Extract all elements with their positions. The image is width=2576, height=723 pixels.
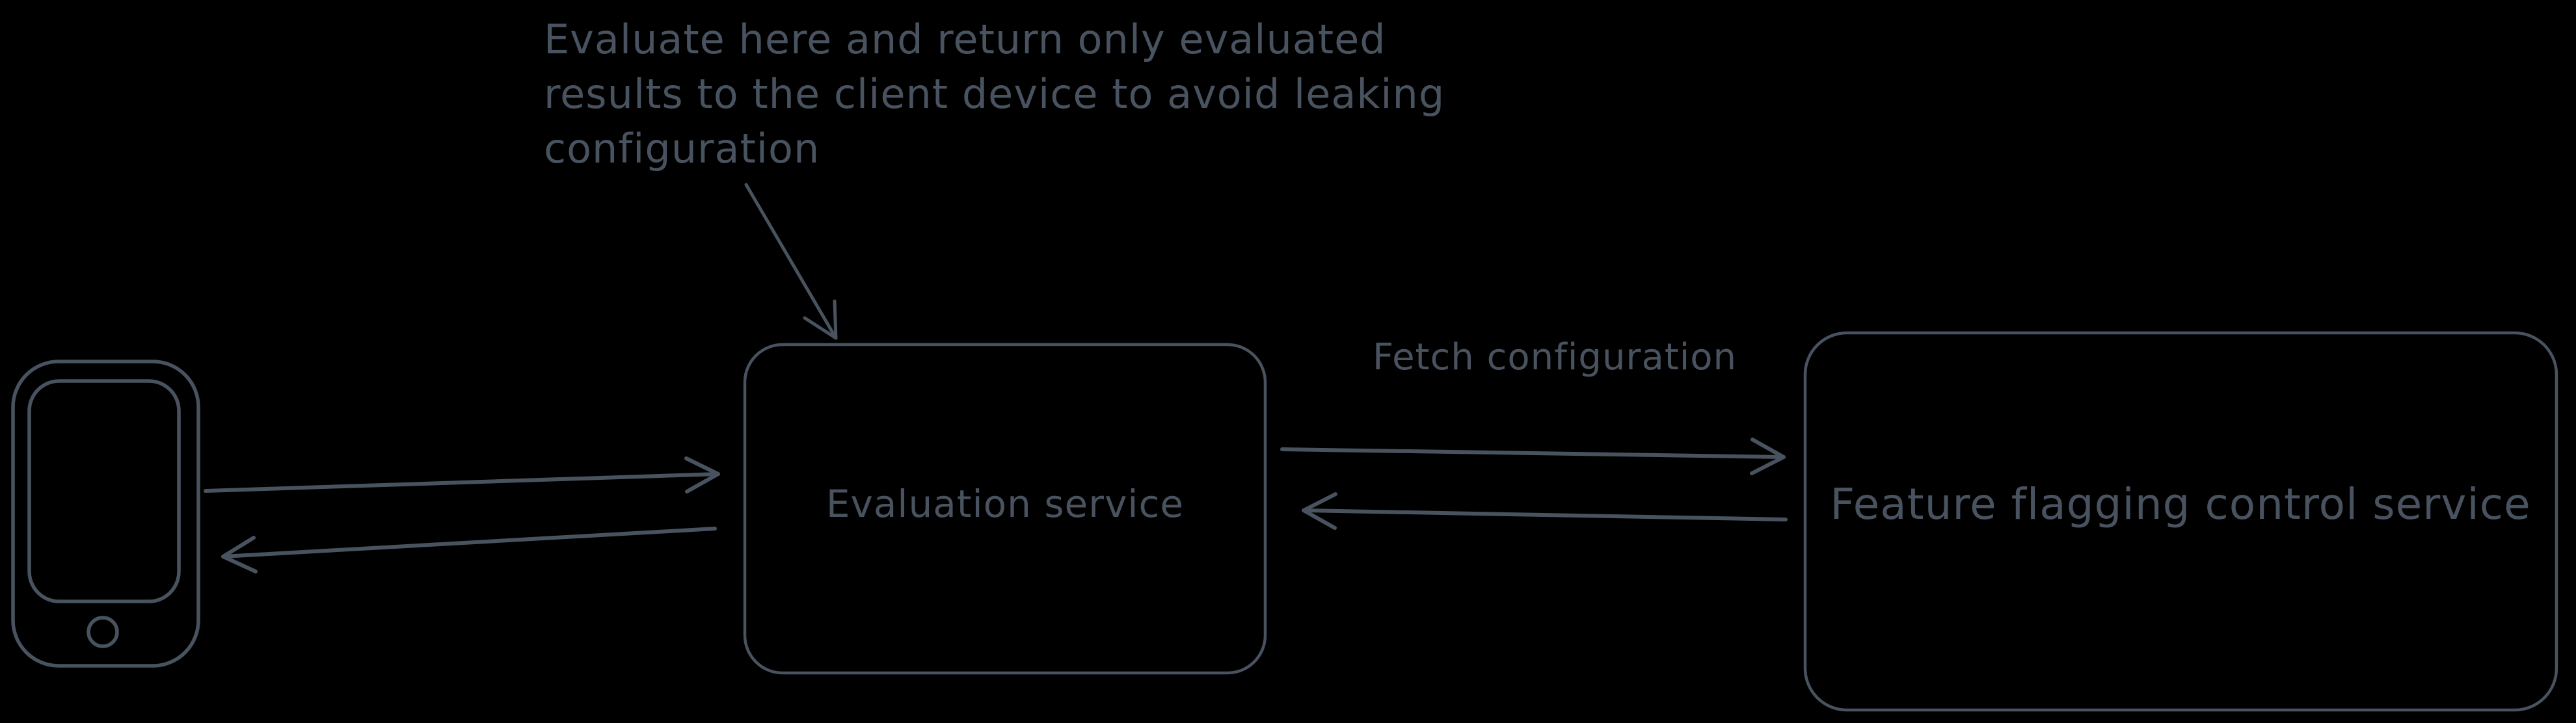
annotation-line-1: Evaluate here and return only evaluated (544, 16, 1386, 63)
annotation-line-2: results to the client device to avoid le… (544, 70, 1445, 118)
arrow-evaluation-to-featureflag (1280, 438, 1786, 475)
arrow-client-to-evaluation (204, 456, 720, 493)
annotation-line-3: configuration (544, 125, 820, 172)
feature-flagging-service-box (1803, 331, 2558, 712)
arrow-evaluation-to-client (221, 527, 717, 573)
arrow-shaft (744, 183, 838, 340)
phone-screen (27, 379, 181, 603)
arrowhead-left-icon (1302, 492, 1337, 530)
diagram-shapes (11, 183, 2558, 712)
annotation-note: Evaluate here and return only evaluated … (544, 16, 1445, 172)
evaluation-service-box (743, 343, 1267, 675)
arrow-shaft (1302, 508, 1788, 521)
diagram-texts: Evaluate here and return only evaluated … (544, 16, 2530, 529)
arrow-shaft (1280, 447, 1786, 459)
smartphone-icon (11, 360, 200, 668)
phone-home-button (87, 616, 119, 648)
arrowhead-left-icon (221, 536, 258, 573)
arrowhead-down-icon (803, 299, 838, 340)
arrowhead-right-icon (1750, 438, 1786, 475)
phone-body (11, 360, 200, 668)
fetch-configuration-label: Fetch configuration (1373, 336, 1737, 378)
arrowhead-right-icon (684, 456, 720, 493)
arrow-shaft (204, 472, 720, 493)
feature-flagging-service-label: Feature flagging control service (1830, 479, 2530, 529)
arrow-shaft (221, 527, 717, 559)
arrow-featureflag-to-evaluation (1302, 492, 1788, 530)
evaluation-service-label: Evaluation service (826, 482, 1184, 526)
annotation-arrow (744, 183, 838, 340)
